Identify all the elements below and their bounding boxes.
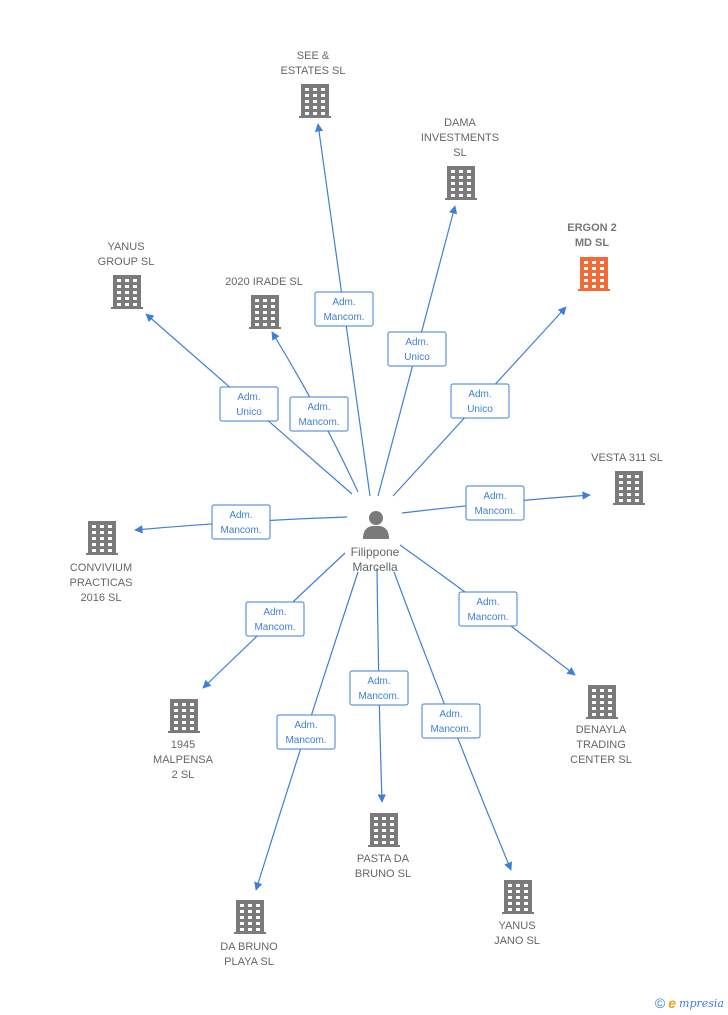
company-name[interactable]: CONVIVIUM bbox=[70, 562, 132, 574]
company-name[interactable]: CENTER SL bbox=[570, 754, 632, 766]
brand-name: mpresia bbox=[679, 996, 724, 1010]
company-name[interactable]: YANUS bbox=[107, 241, 144, 253]
company-name[interactable]: PASTA DA bbox=[357, 853, 410, 865]
relation-label: Mancom. bbox=[467, 612, 508, 623]
relation-label: Adm. bbox=[263, 607, 286, 618]
company-name[interactable]: YANUS bbox=[498, 920, 535, 932]
relation-box-denayla[interactable]: Adm. Mancom. bbox=[458, 591, 518, 627]
company-name[interactable]: SEE & bbox=[297, 50, 330, 62]
building-icon[interactable] bbox=[111, 275, 143, 309]
company-node-dabruno[interactable]: DA BRUNO PLAYA SL bbox=[220, 900, 278, 968]
company-name[interactable]: MD SL bbox=[575, 237, 610, 249]
company-name[interactable]: TRADING bbox=[576, 739, 626, 751]
relation-box-malpensa[interactable]: Adm. Mancom. bbox=[245, 601, 305, 637]
relation-box-convivium[interactable]: Adm. Mancom. bbox=[211, 504, 271, 540]
building-icon[interactable] bbox=[613, 471, 645, 505]
building-icon[interactable] bbox=[299, 84, 331, 118]
relation-box-yanus-jano[interactable]: Adm. Mancom. bbox=[421, 703, 481, 739]
company-name[interactable]: 2016 SL bbox=[81, 592, 122, 604]
relation-box-ergon[interactable]: Adm. Unico bbox=[450, 383, 510, 419]
company-name[interactable]: INVESTMENTS bbox=[421, 132, 499, 144]
company-name[interactable]: 1945 bbox=[171, 739, 195, 751]
building-icon[interactable] bbox=[249, 295, 281, 329]
relation-label: Adm. bbox=[237, 392, 260, 403]
relation-label: Mancom. bbox=[254, 622, 295, 633]
company-name[interactable]: 2 SL bbox=[172, 769, 195, 781]
relation-box-see[interactable]: Adm. Mancom. bbox=[314, 291, 374, 327]
company-name[interactable]: VESTA 311 SL bbox=[591, 452, 663, 464]
company-name[interactable]: DENAYLA bbox=[576, 724, 627, 736]
relation-box-dama[interactable]: Adm. Unico bbox=[387, 331, 447, 367]
relation-box-yanus-group[interactable]: Adm. Unico bbox=[219, 386, 279, 422]
brand-initial: e bbox=[668, 995, 677, 1011]
company-name[interactable]: JANO SL bbox=[494, 935, 540, 947]
building-icon[interactable] bbox=[445, 166, 477, 200]
relation-label: Unico bbox=[467, 404, 493, 415]
company-node-pasta[interactable]: PASTA DA BRUNO SL bbox=[355, 813, 411, 880]
company-name[interactable]: BRUNO SL bbox=[355, 868, 411, 880]
company-node-vesta[interactable]: VESTA 311 SL bbox=[591, 452, 663, 505]
relation-label: Adm. bbox=[483, 491, 506, 502]
building-icon[interactable] bbox=[86, 521, 118, 555]
relation-box-irade[interactable]: Adm. Mancom. bbox=[289, 396, 349, 432]
company-name[interactable]: PLAYA SL bbox=[224, 956, 274, 968]
relation-label: Mancom. bbox=[430, 724, 471, 735]
company-name[interactable]: DAMA bbox=[444, 117, 476, 129]
building-icon[interactable] bbox=[502, 880, 534, 914]
relation-label: Adm. bbox=[468, 389, 491, 400]
relation-label: Adm. bbox=[476, 597, 499, 608]
company-name[interactable]: DA BRUNO bbox=[220, 941, 278, 953]
person-name[interactable]: Filippone bbox=[351, 545, 400, 559]
relation-label: Mancom. bbox=[298, 417, 339, 428]
relation-label: Unico bbox=[404, 352, 430, 363]
relation-label: Mancom. bbox=[358, 691, 399, 702]
company-name[interactable]: MALPENSA bbox=[153, 754, 214, 766]
person-icon bbox=[363, 511, 389, 539]
company-node-denayla[interactable]: DENAYLA TRADING CENTER SL bbox=[570, 685, 632, 766]
relation-label: Mancom. bbox=[323, 312, 364, 323]
company-node-see[interactable]: SEE & ESTATES SL bbox=[280, 50, 346, 118]
building-icon[interactable] bbox=[234, 900, 266, 934]
company-name[interactable]: ESTATES SL bbox=[280, 65, 345, 77]
company-node-yanus-jano[interactable]: YANUS JANO SL bbox=[494, 880, 540, 947]
relation-label: Adm. bbox=[332, 297, 355, 308]
relation-label: Mancom. bbox=[474, 506, 515, 517]
company-node-dama[interactable]: DAMA INVESTMENTS SL bbox=[421, 117, 499, 200]
relation-label: Adm. bbox=[294, 720, 317, 731]
relation-label: Adm. bbox=[439, 709, 462, 720]
person-name[interactable]: Marcella bbox=[352, 560, 398, 574]
relation-label: Adm. bbox=[405, 337, 428, 348]
relation-label: Adm. bbox=[229, 510, 252, 521]
company-name[interactable]: GROUP SL bbox=[98, 256, 155, 268]
relation-label: Mancom. bbox=[285, 735, 326, 746]
building-icon[interactable] bbox=[368, 813, 400, 847]
relation-box-pasta[interactable]: Adm. Mancom. bbox=[349, 670, 409, 706]
relation-label: Unico bbox=[236, 407, 262, 418]
building-icon[interactable] bbox=[578, 257, 610, 291]
relation-label: Adm. bbox=[307, 402, 330, 413]
building-icon[interactable] bbox=[168, 699, 200, 733]
company-node-convivium[interactable]: CONVIVIUM PRACTICAS 2016 SL bbox=[70, 521, 133, 604]
company-name[interactable]: SL bbox=[453, 147, 466, 159]
relation-label: Mancom. bbox=[220, 525, 261, 536]
company-name[interactable]: ERGON 2 bbox=[567, 222, 617, 234]
company-name[interactable]: PRACTICAS bbox=[70, 577, 133, 589]
company-name[interactable]: 2020 IRADE SL bbox=[225, 276, 303, 288]
building-icon[interactable] bbox=[586, 685, 618, 719]
copyright-icon: © bbox=[654, 995, 666, 1011]
relation-box-dabruno[interactable]: Adm. Mancom. bbox=[276, 714, 336, 750]
company-node-yanus-group[interactable]: YANUS GROUP SL bbox=[98, 241, 155, 309]
relation-label: Adm. bbox=[367, 676, 390, 687]
company-node-ergon[interactable]: ERGON 2 MD SL bbox=[567, 222, 617, 291]
company-node-irade[interactable]: 2020 IRADE SL bbox=[225, 276, 303, 329]
relation-box-vesta[interactable]: Adm. Mancom. bbox=[465, 485, 525, 521]
